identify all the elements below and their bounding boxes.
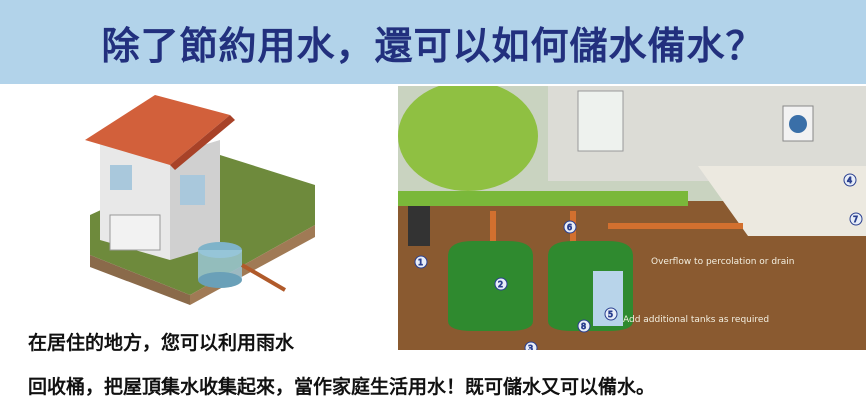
- page-title: 除了節約用水，還可以如何儲水備水？: [101, 23, 765, 68]
- overflow-label: Overflow to percolation or drain: [651, 257, 794, 267]
- marker-3: 3: [528, 344, 533, 350]
- marker-1: 1: [418, 258, 423, 267]
- marker-5: 5: [608, 310, 613, 319]
- rainwater-tank-diagram: Overflow to percolation or drain Add add…: [398, 86, 866, 350]
- marker-6: 6: [567, 223, 572, 232]
- caption-line-1: 在居住的地方，您可以利用雨水: [28, 332, 295, 354]
- title-banner: 除了節約用水，還可以如何儲水備水？: [0, 0, 866, 84]
- marker-8: 8: [581, 322, 586, 331]
- caption-line-2: 回收桶，把屋頂集水收集起來，當作家庭生活用水！既可儲水又可以備水。: [28, 376, 656, 398]
- house-rainwater-illustration: [85, 95, 315, 305]
- additional-tanks-label: Add additional tanks as required: [623, 315, 769, 325]
- diagram-markers: 1 2 3 4 5 6 7 8: [414, 173, 863, 350]
- marker-4: 4: [847, 176, 852, 185]
- marker-2: 2: [498, 280, 503, 289]
- marker-7: 7: [853, 215, 858, 224]
